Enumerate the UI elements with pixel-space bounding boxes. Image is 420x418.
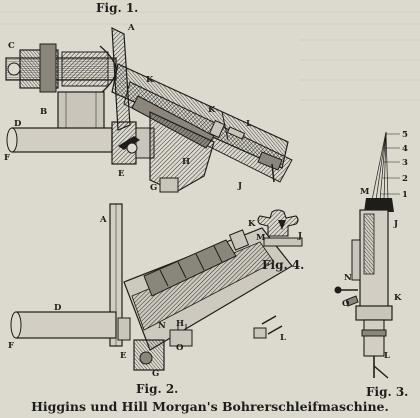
fig1-label-k: K <box>146 75 154 85</box>
fig3-label-3: 3 <box>402 158 408 168</box>
fig3-label-j: J <box>393 219 398 229</box>
fig2-label-n: N <box>158 321 166 331</box>
fig4-label-m: M <box>256 233 266 243</box>
fig1-label-f: F <box>4 153 10 163</box>
fig3-gauge-line <box>371 131 387 201</box>
fig1-column-b <box>57 91 105 133</box>
fig2-label-o: O <box>176 343 184 353</box>
fig2-label-k: K <box>248 219 256 229</box>
fig3-screw-l <box>373 365 389 379</box>
fig1-clamp-k <box>208 119 226 139</box>
figure-1-title: Fig. 1. <box>96 1 139 15</box>
fig1-label-a: A <box>127 23 135 33</box>
fig1-screw-l <box>226 126 246 140</box>
fig2-shaft-d <box>15 311 117 339</box>
fig4-section <box>257 209 299 237</box>
fig3-holder <box>364 198 394 212</box>
fig2-clamp-k <box>228 229 250 251</box>
fig3-label-1: 1 <box>402 190 408 200</box>
fig2-label-a: A <box>99 215 107 225</box>
fig1-label-h: H <box>182 157 190 167</box>
fig2-label-h: H <box>176 319 184 329</box>
figure-2-drawing: A D F E G N H O K L <box>8 203 293 379</box>
fig1-label-e: E <box>118 169 125 179</box>
figure-2-title: Fig. 2. <box>136 382 179 396</box>
fig2-label-d: D <box>54 303 62 313</box>
fig1-label-g: G <box>150 183 157 193</box>
fig1-label-j: J <box>237 181 242 191</box>
fig3-label-l: L <box>384 351 390 361</box>
fig2-label-f: F <box>8 341 14 351</box>
figure-1-drawing: A K C B D F E G H J K L <box>4 23 293 193</box>
fig3-label-2: 2 <box>402 174 408 184</box>
fig3-block-k <box>355 305 393 321</box>
figure-4-drawing: M J <box>256 209 303 247</box>
fig3-label-5: 5 <box>402 130 408 140</box>
plate-caption: Higgins und Hill Morgan's Bohrerschleifm… <box>31 399 389 414</box>
fig2-label-e: E <box>120 351 127 361</box>
fig3-label-4: 4 <box>402 144 408 154</box>
fig1-label-c: C <box>8 41 15 51</box>
fig3-label-n: N <box>344 273 352 283</box>
fig4-label-j: J <box>297 231 302 241</box>
fig3-label-k: K <box>394 293 402 303</box>
paper-texture <box>0 11 420 101</box>
fig1-label-k2: K <box>208 105 216 115</box>
figure-3-drawing: 5 4 3 2 1 M J N O K L <box>334 130 408 379</box>
fig1-label-d: D <box>14 119 22 129</box>
fig1-label-b: B <box>40 107 47 117</box>
fig1-shaft-d <box>11 127 113 153</box>
fig3-label-o: O <box>342 299 350 309</box>
figure-4-title: Fig. 4. <box>262 258 305 272</box>
fig1-rest-h <box>149 111 215 193</box>
figure-3-title: Fig. 3. <box>366 385 409 399</box>
fig2-drill <box>143 239 237 297</box>
fig2-label-g: G <box>152 369 159 379</box>
fig1-label-l: L <box>246 119 252 129</box>
fig3-label-m: M <box>360 187 370 197</box>
fig2-label-l: L <box>280 333 286 343</box>
